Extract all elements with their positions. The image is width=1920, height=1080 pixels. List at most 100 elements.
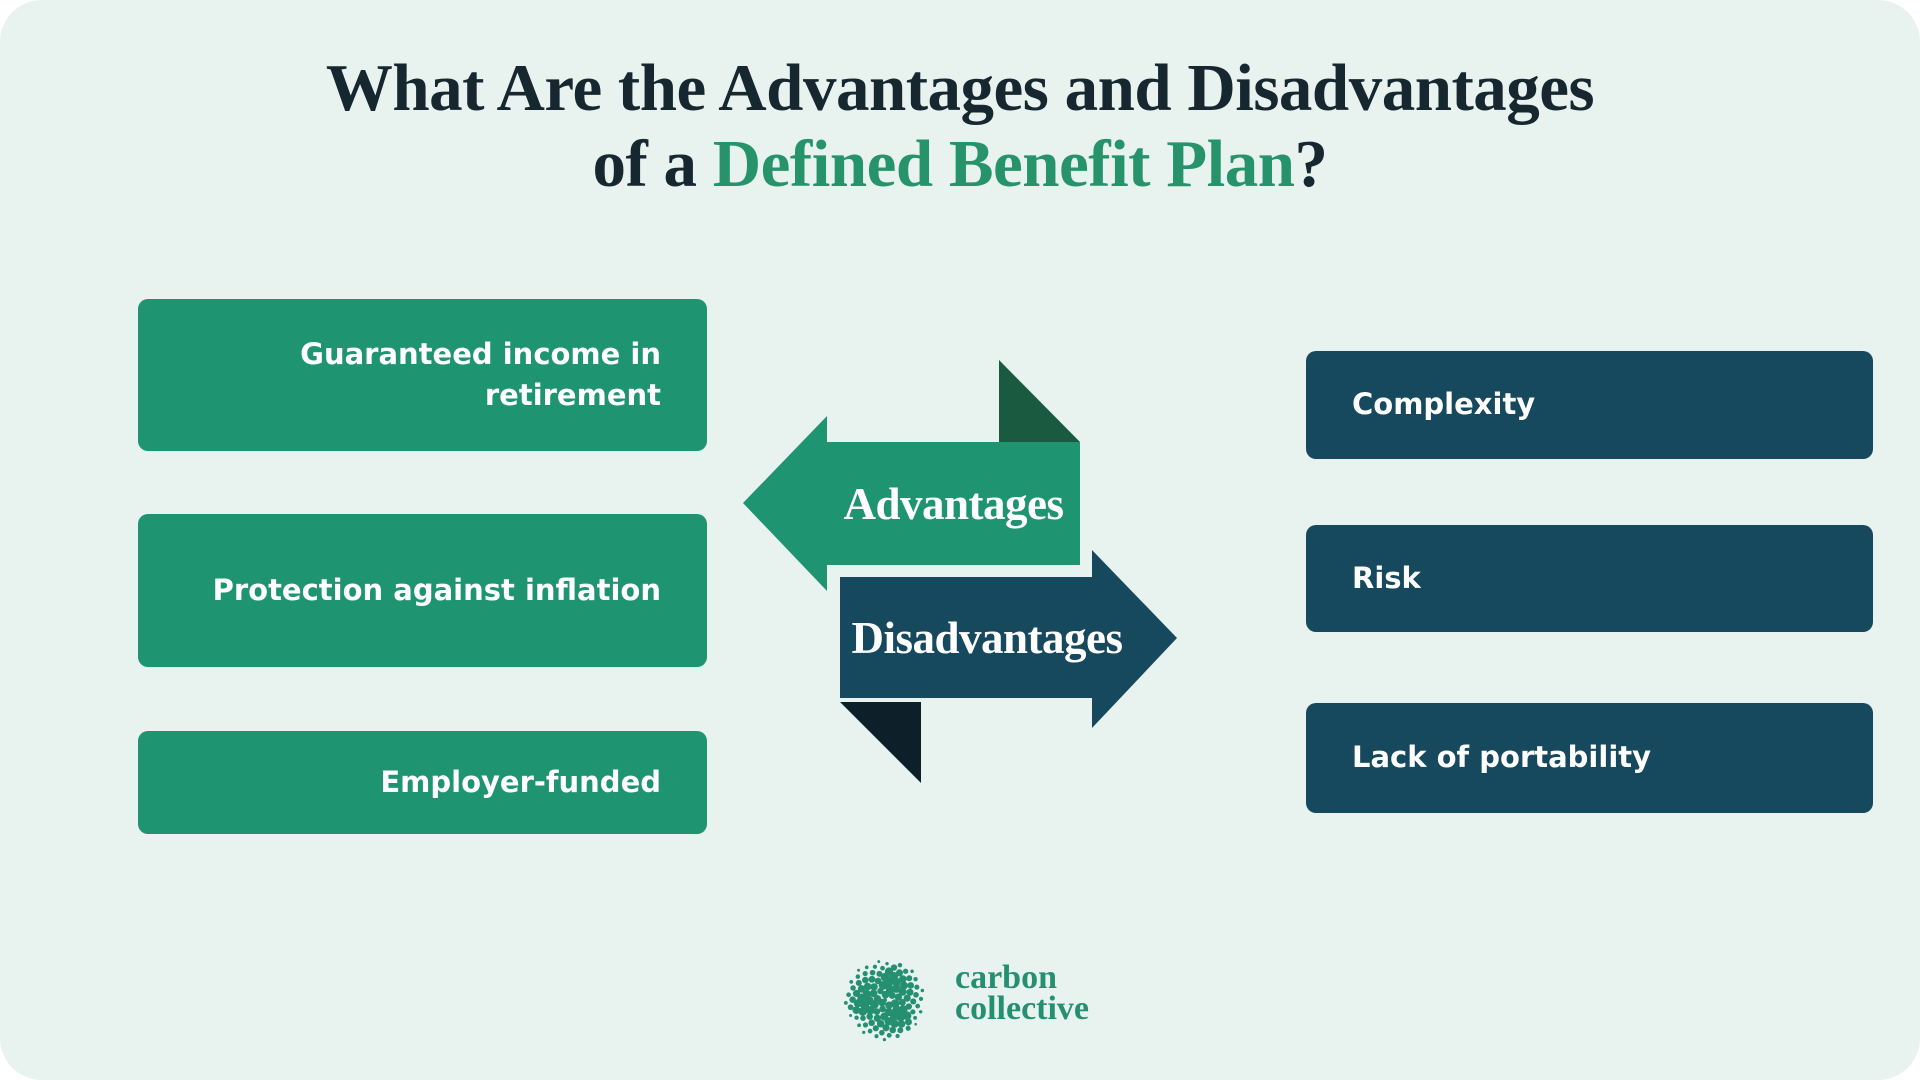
- page-title: What Are the Advantages and Disadvantage…: [0, 50, 1920, 203]
- logo-dot: [864, 965, 869, 970]
- logo-dot: [846, 992, 851, 998]
- logo-dot: [906, 975, 913, 982]
- disadvantage-label: Complexity: [1352, 387, 1536, 422]
- logo-dot: [897, 1020, 906, 1028]
- logo-dot: [868, 975, 876, 983]
- disadvantages-right-arrow-icon: [840, 550, 1177, 728]
- logo-dot: [897, 1027, 904, 1034]
- logo-dot: [855, 979, 862, 987]
- logo-dot: [898, 998, 906, 1006]
- logo-dot: [906, 988, 914, 996]
- logo-dot: [920, 988, 925, 993]
- logo-dot: [890, 964, 898, 971]
- logo-dot: [902, 1011, 912, 1021]
- disadvantage-label: Risk: [1352, 560, 1421, 595]
- disadvantage-box-portability: Lack of portability: [1306, 703, 1873, 813]
- logo-dot: [904, 1018, 912, 1026]
- logo-dot: [913, 1015, 918, 1020]
- title-question-mark: ?: [1294, 127, 1329, 202]
- logo-wordmark-line2: collective: [955, 990, 1090, 1027]
- disadvantage-box-complexity: Complexity: [1306, 351, 1873, 459]
- logo-dot: [899, 981, 908, 990]
- logo-dot: [862, 1022, 869, 1028]
- logo-dot: [872, 1025, 879, 1032]
- logo-dot: [910, 1009, 916, 1015]
- logo-dot: [895, 969, 903, 977]
- title-highlight: Defined Benefit Plan: [712, 127, 1295, 202]
- logo-dot: [895, 1033, 900, 1039]
- logo-dot: [873, 1008, 881, 1016]
- advantages-arrow-label: Advantages: [843, 478, 1064, 529]
- advantage-label: Employer-funded: [380, 764, 661, 799]
- logo-dot: [867, 1028, 873, 1034]
- halftone-sphere-icon: [843, 960, 925, 1042]
- logo-dot: [882, 1024, 890, 1032]
- disadvantage-box-risk: Risk: [1306, 525, 1873, 632]
- logo-dot: [857, 968, 861, 972]
- logo-dot: [881, 990, 890, 999]
- disadvantage-label: Lack of portability: [1352, 740, 1652, 775]
- logo-dot: [874, 1034, 879, 1039]
- advantages-left-arrow-icon: [743, 416, 1080, 591]
- logo-dot: [853, 999, 863, 1008]
- logo-dot: [886, 1032, 892, 1038]
- advantage-label: Protection against inflation: [212, 572, 661, 607]
- logo-dot: [862, 1030, 866, 1034]
- logo-dot: [879, 1029, 885, 1036]
- logo-dot: [903, 994, 911, 1002]
- logo-dot: [847, 1004, 854, 1011]
- logo-dot: [869, 969, 876, 976]
- logo-dot: [872, 964, 878, 969]
- logo-dot: [855, 974, 861, 979]
- carbon-collective-logo: carbon collective: [841, 956, 1089, 1044]
- logo-dot: [850, 985, 856, 991]
- logo-dot: [905, 1003, 912, 1010]
- logo-dot: [918, 996, 924, 1001]
- logo-dot: [843, 1000, 848, 1005]
- logo-dot: [868, 1019, 875, 1027]
- logo-dot: [885, 961, 889, 966]
- logo-dot: [894, 993, 903, 1001]
- logo-dot: [857, 985, 866, 993]
- logo-dot: [890, 1019, 899, 1028]
- logo-dot: [860, 1015, 866, 1021]
- logo-dot: [862, 976, 869, 984]
- advantage-label: Guaranteed income in retirement: [300, 336, 661, 412]
- logo-dot: [913, 977, 918, 982]
- arrows-graphic: [743, 360, 1177, 783]
- logo-dot: [918, 1010, 923, 1014]
- logo-dot: [863, 982, 872, 991]
- logo-dot: [880, 965, 885, 971]
- logo-dot: [914, 1022, 917, 1026]
- logo-dot: [852, 1006, 861, 1014]
- logo-dot: [852, 989, 861, 998]
- logo-dot: [866, 1013, 873, 1020]
- logo-dot: [873, 1014, 882, 1022]
- title-line-2: of a Defined Benefit Plan?: [0, 126, 1920, 202]
- advantage-box-employer-funded: Employer-funded: [138, 731, 707, 834]
- logo-dot: [849, 979, 854, 984]
- logo-dot: [849, 1013, 853, 1018]
- advantages-ribbon-fold-icon: [999, 360, 1080, 442]
- logo-dot: [874, 977, 882, 985]
- logo-dot: [905, 1025, 911, 1031]
- title-line2-prefix: of a: [592, 127, 713, 202]
- logo-dot: [913, 991, 919, 998]
- title-line-1: What Are the Advantages and Disadvantage…: [325, 51, 1595, 125]
- logo-dot: [854, 1015, 859, 1020]
- logo-dot: [869, 989, 878, 998]
- logo-dot: [882, 1038, 887, 1042]
- logo-dot: [897, 962, 903, 968]
- advantage-box-guaranteed-income: Guaranteed income in retirement: [138, 299, 707, 451]
- logo-dot: [884, 967, 894, 976]
- logo-dot: [898, 987, 907, 996]
- disadvantages-ribbon-fold-icon: [840, 702, 921, 783]
- logo-dot: [888, 991, 896, 999]
- logo-dot: [902, 968, 909, 974]
- logo-wordmark: carbon collective: [955, 961, 1090, 1027]
- logo-dot: [876, 1020, 885, 1028]
- logo-dot: [877, 960, 881, 964]
- disadvantages-arrow-label: Disadvantages: [851, 612, 1123, 663]
- logo-dot: [889, 1026, 897, 1034]
